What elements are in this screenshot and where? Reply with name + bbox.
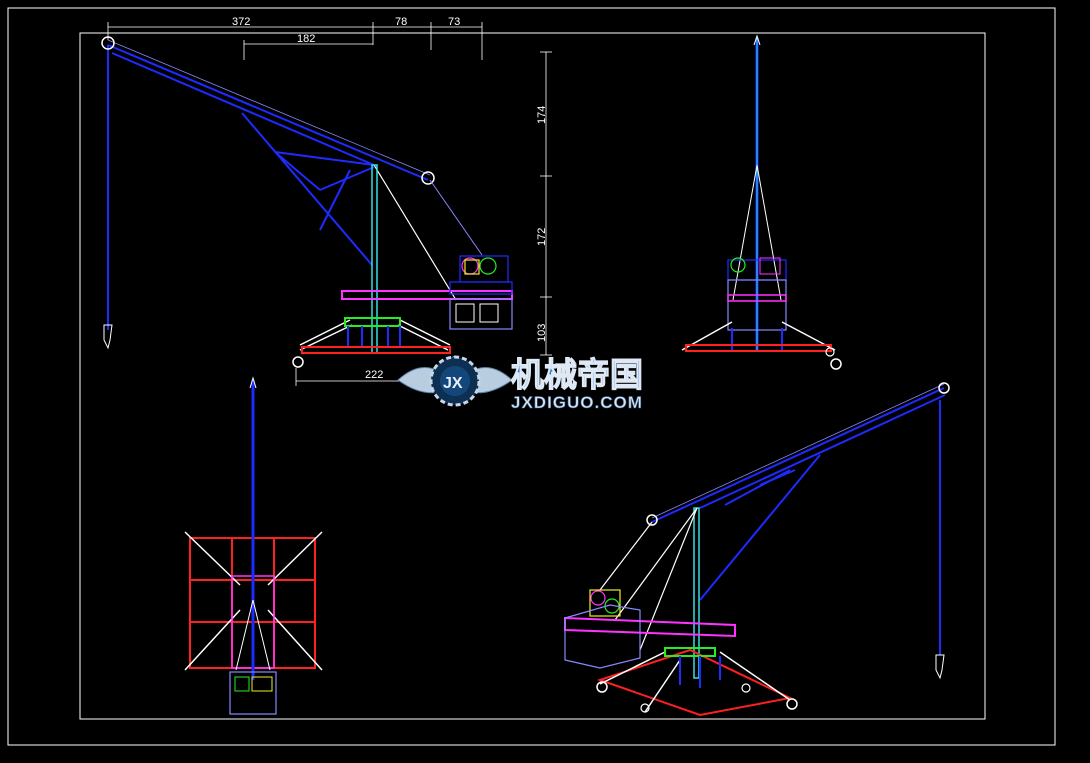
side-elevation-view: 372 182 78 73 174 172 103 222 <box>101 16 552 386</box>
dim-label-73: 73 <box>448 16 460 28</box>
watermark-cn-text: 机械帝国 <box>511 355 643 394</box>
dim-label-172: 172 <box>536 228 548 246</box>
dim-label-103: 103 <box>536 324 548 342</box>
plan-view <box>184 376 323 715</box>
dim-label-182: 182 <box>297 33 315 45</box>
front-elevation-view <box>681 34 842 370</box>
watermark-en-text: JXDIGUO.COM <box>511 393 643 412</box>
dim-label-372: 372 <box>232 16 250 28</box>
isometric-view <box>564 382 950 717</box>
dim-label-222: 222 <box>365 369 383 381</box>
watermark-logo: JX 机械帝国 JXDIGUO.COM <box>397 354 644 412</box>
dim-label-78: 78 <box>395 16 407 28</box>
outer-frame <box>7 7 1056 746</box>
dim-label-174: 174 <box>536 106 548 124</box>
inner-frame <box>79 32 986 720</box>
logo-initials: JX <box>443 375 463 392</box>
